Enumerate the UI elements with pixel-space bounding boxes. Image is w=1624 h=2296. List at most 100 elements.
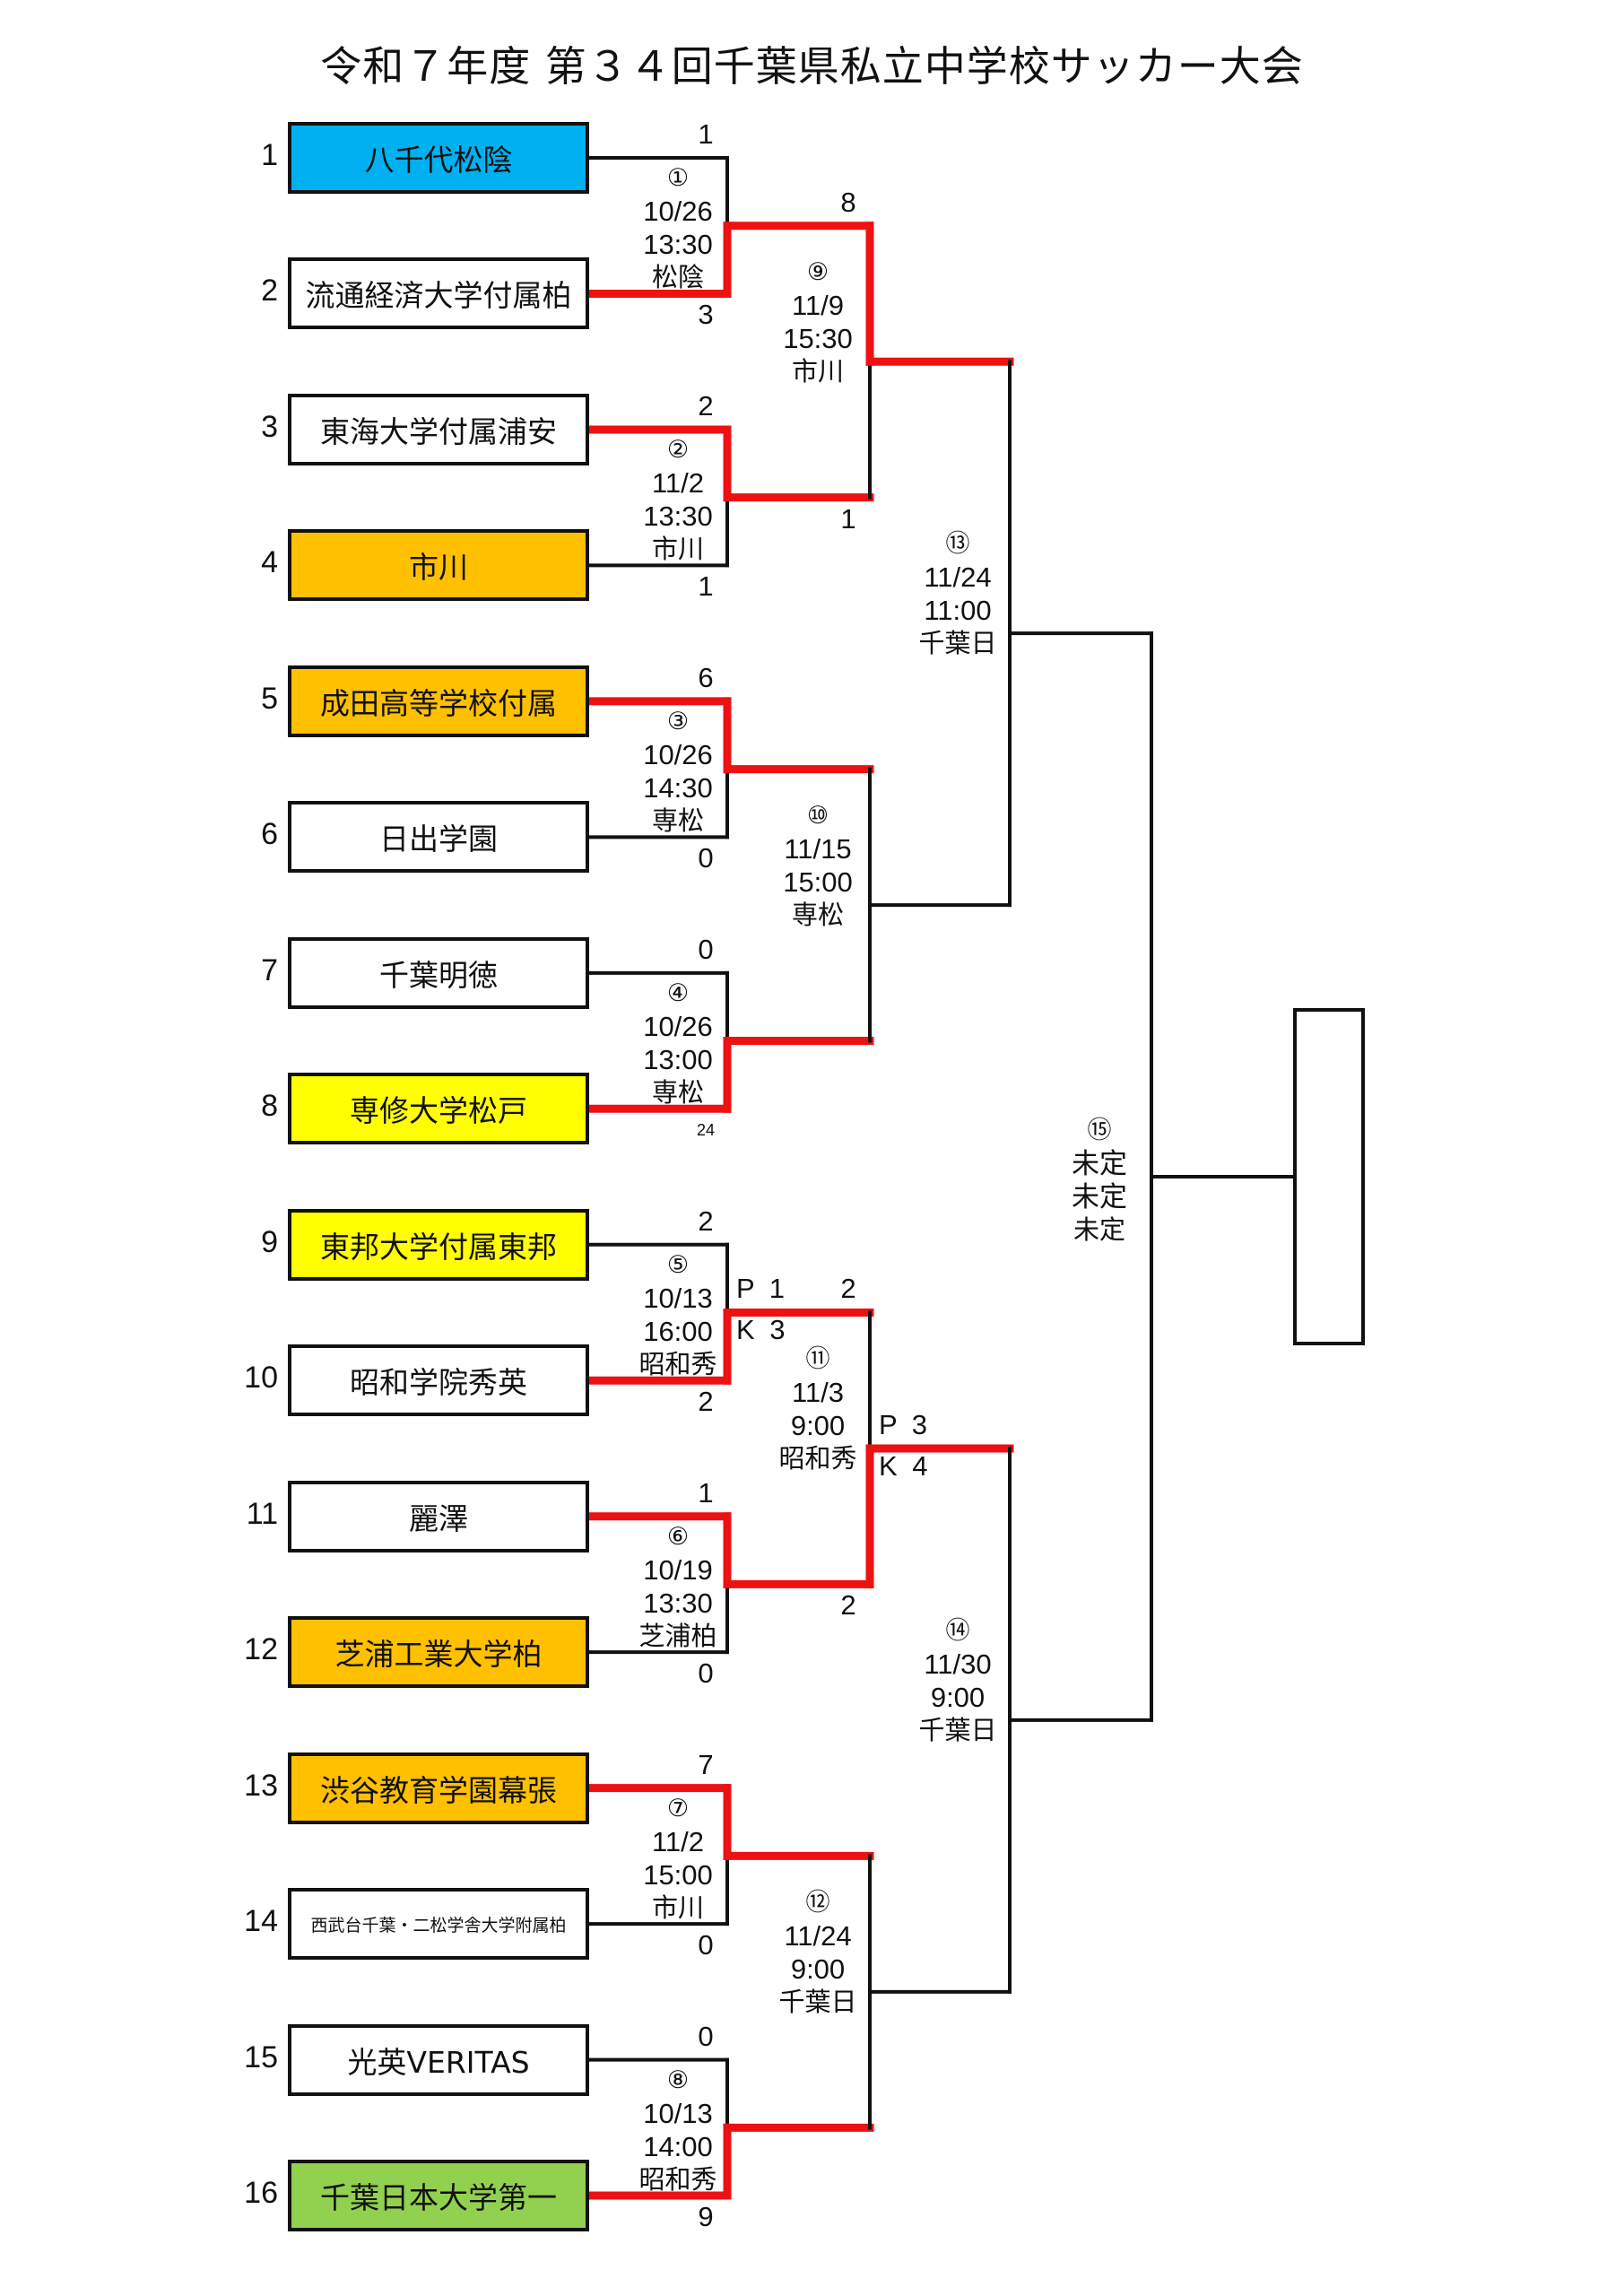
match-venue: 専松 — [651, 804, 704, 836]
match-number: ⑫ — [805, 1888, 830, 1916]
score-top: 2 — [698, 389, 714, 422]
seed-number: 12 — [244, 1632, 278, 1667]
match-time: 9:00 — [930, 1681, 986, 1713]
seed-number: 3 — [261, 409, 278, 444]
score-top: 8 — [840, 186, 856, 218]
team-box: 成田高等学校付属 — [288, 665, 589, 737]
match-date: 11/9 — [791, 290, 845, 322]
team-box: 専修大学松戸 — [288, 1073, 589, 1145]
score-bottom: 9 — [698, 2201, 714, 2233]
match-number: ⑮ — [1087, 1117, 1112, 1144]
match-number: ⑥ — [666, 1522, 690, 1550]
score-bottom: 1 — [698, 570, 714, 603]
match-time: 未定 — [1072, 1181, 1127, 1213]
match-time: 16:00 — [643, 1315, 713, 1347]
pk-score-top: P 1 — [736, 1273, 788, 1305]
match-number: ⑩ — [806, 802, 829, 830]
score-top: 0 — [698, 933, 714, 965]
team-box: 光英VERITAS — [288, 2023, 589, 2096]
match-time: 11:00 — [924, 595, 992, 627]
score-bottom: 0 — [698, 1929, 714, 1961]
match-number: ⑬ — [945, 530, 970, 558]
match-time: 13:30 — [643, 500, 713, 532]
match-time: 9:00 — [790, 1409, 846, 1441]
seed-number: 10 — [244, 1361, 278, 1396]
match-number: ⑨ — [806, 258, 829, 286]
seed-number: 14 — [244, 1904, 278, 1939]
seed-number: 4 — [261, 545, 278, 580]
team-box: 西武台千葉・二松学舎大学附属柏 — [288, 1888, 589, 1961]
match-date: 10/26 — [643, 196, 713, 227]
match-number: ④ — [666, 978, 690, 1006]
match-time: 15:00 — [783, 866, 853, 899]
match-time: 9:00 — [790, 1952, 846, 1985]
team-box: 日出学園 — [288, 801, 589, 874]
score-bottom: 0 — [698, 1657, 714, 1690]
match-time: 14:30 — [643, 771, 713, 804]
seed-number: 6 — [261, 817, 278, 852]
match-venue: 市川 — [651, 1892, 704, 1923]
team-box: 昭和学院秀英 — [288, 1344, 589, 1417]
match-time: 13:30 — [643, 1587, 713, 1619]
match-venue: 千葉日 — [918, 628, 997, 659]
team-box: 麗澤 — [288, 1480, 589, 1552]
match-number: ⑧ — [666, 2066, 690, 2093]
match-venue: 昭和秀 — [638, 2163, 717, 2195]
match-date: 11/3 — [791, 1376, 845, 1408]
score-bottom: 0 — [698, 842, 714, 874]
match-venue: 市川 — [791, 356, 844, 387]
match-number: ⑭ — [945, 1616, 970, 1644]
match-venue: 市川 — [651, 533, 704, 564]
score-top: 1 — [698, 1476, 714, 1509]
match-date: 11/15 — [784, 833, 852, 865]
seed-number: 9 — [261, 1224, 278, 1259]
page-title: 令和７年度 第３４回千葉県私立中学校サッカー大会 — [320, 42, 1304, 91]
score-bottom: 24 — [696, 1121, 716, 1140]
pk-score-top: P 3 — [879, 1408, 931, 1440]
match-number: ⑪ — [805, 1344, 830, 1372]
seed-number: 15 — [244, 2039, 278, 2074]
pk-score-bottom: K 3 — [736, 1314, 789, 1346]
match-time: 15:30 — [783, 323, 853, 355]
champion-box — [1293, 1008, 1365, 1345]
match-date: 11/2 — [651, 1825, 705, 1857]
match-venue: 松陰 — [651, 262, 704, 292]
seed-number: 13 — [244, 1768, 278, 1803]
match-time: 13:30 — [643, 229, 713, 260]
match-venue: 芝浦柏 — [638, 1620, 717, 1651]
team-box: 千葉日本大学第一 — [288, 2160, 589, 2232]
team-box: 流通経済大学付属柏 — [288, 257, 589, 330]
match-date: 未定 — [1072, 1148, 1127, 1180]
match-date: 11/24 — [924, 561, 992, 594]
score-top: 2 — [840, 1273, 856, 1305]
match-date: 10/26 — [643, 738, 713, 770]
match-date: 11/2 — [651, 466, 705, 499]
score-bottom: 2 — [698, 1386, 714, 1418]
seed-number: 1 — [261, 138, 278, 172]
team-box: 千葉明徳 — [288, 936, 589, 1009]
match-venue: 昭和秀 — [638, 1348, 717, 1379]
score-bottom: 3 — [698, 299, 714, 331]
score-bottom: 1 — [840, 502, 856, 535]
team-box: 東邦大学付属東邦 — [288, 1208, 589, 1281]
match-time: 15:00 — [643, 1858, 713, 1891]
seed-number: 7 — [261, 952, 278, 987]
match-number: ① — [666, 164, 690, 191]
match-number: ⑤ — [666, 1250, 690, 1278]
score-top: 6 — [698, 661, 714, 693]
match-number: ③ — [666, 707, 690, 735]
seed-number: 11 — [246, 1496, 278, 1531]
